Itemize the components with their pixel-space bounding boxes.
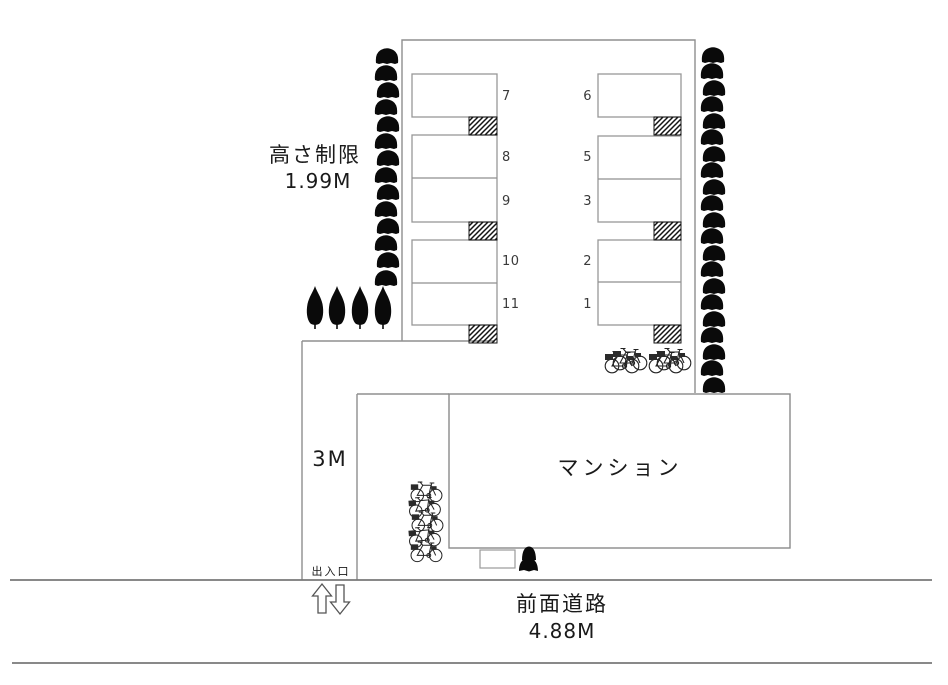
bush-icon	[374, 235, 398, 251]
road-width-label: 4.88M	[529, 619, 596, 643]
entrance-bush-icon	[519, 546, 538, 572]
hatch-marker-icon	[653, 221, 682, 241]
bush-icon	[376, 218, 400, 234]
entry-up-arrow-icon	[311, 582, 333, 614]
entrance-label: 出入口	[312, 564, 351, 578]
bush-icon	[702, 311, 726, 327]
parking-stall-7	[411, 73, 498, 118]
conifer-tree-icon	[351, 285, 369, 330]
exit-down-arrow-icon	[329, 584, 351, 616]
stall-number: 7	[502, 89, 511, 104]
bush-icon	[702, 245, 726, 261]
road-name-label: 前面道路	[516, 592, 608, 616]
conifer-row	[306, 285, 392, 330]
conifer-tree-icon	[328, 285, 346, 330]
bush-icon	[376, 116, 400, 132]
bush-icon	[702, 344, 726, 360]
bush-icon	[374, 133, 398, 149]
bush-icon	[702, 212, 726, 228]
hatch-marker-icon	[653, 116, 682, 136]
bush-icon	[700, 96, 724, 112]
stall-number: 8	[502, 150, 511, 165]
bush-icon	[700, 294, 724, 310]
stall-number: 9	[502, 194, 511, 209]
left-hedge	[374, 48, 400, 286]
bush-icon	[374, 270, 398, 286]
parking-area-boundary	[401, 39, 696, 393]
bush-icon	[700, 195, 724, 211]
bush-icon	[702, 146, 726, 162]
height-limit-value: 1.99M	[285, 169, 352, 193]
building-entrance-step	[479, 549, 516, 569]
bush-icon	[702, 377, 726, 393]
bush-icon	[700, 327, 724, 343]
bicycle-cluster	[604, 347, 648, 374]
bush-icon	[702, 278, 726, 294]
bush-icon	[702, 179, 726, 195]
bush-icon	[700, 228, 724, 244]
parking-stall-6	[597, 73, 682, 118]
bush-icon	[700, 261, 724, 277]
bush-icon	[374, 65, 398, 81]
bicycle-parking-stack	[407, 481, 444, 563]
stall-number: 5	[583, 150, 592, 165]
stall-number: 10	[502, 254, 520, 269]
conifer-tree-icon	[374, 285, 392, 330]
driveway-width-label: 3M	[312, 447, 347, 471]
bush-icon	[702, 113, 726, 129]
bush-icon	[376, 184, 400, 200]
stall-number: 3	[583, 194, 592, 209]
bush-icon	[376, 82, 400, 98]
bush-icon	[374, 99, 398, 115]
bush-icon	[702, 80, 726, 96]
bush-icon	[700, 129, 724, 145]
stall-number: 1	[583, 297, 592, 312]
hatch-marker-icon	[653, 324, 682, 344]
stall-number: 2	[583, 254, 592, 269]
bush-icon	[374, 201, 398, 217]
bicycle-icon	[411, 511, 444, 533]
hatch-marker-icon	[468, 221, 498, 241]
hatch-marker-icon	[468, 324, 498, 344]
bush-icon	[376, 252, 400, 268]
height-limit-label: 高さ制限	[269, 143, 361, 167]
bush-icon	[375, 48, 399, 64]
right-hedge	[700, 47, 726, 393]
stall-number: 11	[502, 297, 520, 312]
bush-icon	[700, 162, 724, 178]
bicycle-cluster	[648, 347, 692, 374]
bicycle-icon	[410, 481, 443, 503]
conifer-tree-icon	[306, 285, 324, 330]
hatch-marker-icon	[468, 116, 498, 136]
bush-icon	[701, 47, 725, 63]
stall-number: 6	[583, 89, 592, 104]
bush-icon	[376, 150, 400, 166]
bush-icon	[700, 63, 724, 79]
bush-icon	[374, 167, 398, 183]
building-outline	[448, 393, 791, 549]
building-label: マンション	[558, 456, 683, 480]
bush-icon	[700, 360, 724, 376]
